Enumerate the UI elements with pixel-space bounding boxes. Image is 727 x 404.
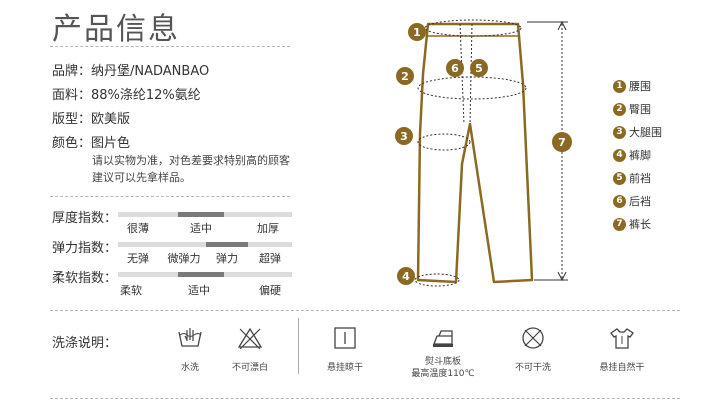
legend-label: 裤脚 — [629, 149, 651, 162]
legend-label: 后裆 — [629, 195, 651, 208]
thickness-option: 适中 — [190, 222, 212, 235]
color-note-line2: 建议可以先拿样品。 — [92, 171, 191, 184]
badge-back-rise: 6 — [446, 59, 464, 77]
legend-item-leg-opening: 4 裤脚 — [613, 145, 662, 165]
badge-front-rise: 5 — [470, 59, 488, 77]
title-divider — [50, 46, 290, 47]
thickness-label: 厚度指数： — [52, 211, 118, 226]
length-arrow-up — [557, 20, 567, 31]
thickness-option: 加厚 — [257, 222, 279, 235]
svg-text:3: 3 — [400, 130, 408, 143]
badge-leg-opening: 4 — [397, 267, 415, 285]
svg-text:6: 6 — [451, 62, 459, 75]
leg-opening-measure — [414, 273, 460, 287]
elasticity-label: 弹力指数： — [52, 241, 118, 256]
badge-thigh: 3 — [395, 127, 413, 145]
bottom-divider — [50, 398, 680, 399]
no-dry-clean-icon — [522, 327, 544, 349]
softness-label: 柔软指数： — [52, 271, 118, 286]
hip-measure — [417, 76, 527, 100]
thickness-option: 很薄 — [127, 222, 149, 235]
svg-text:4: 4 — [402, 270, 410, 283]
care-label: 悬挂晾干 — [326, 363, 363, 373]
brand-text: 品牌：纳丹堡/NADANBAO — [52, 64, 210, 79]
color-text: 颜色：图片色 — [52, 136, 131, 151]
color-note-line1: 请以实物为准，对色差要求特别高的顾客 — [92, 154, 290, 167]
elasticity-option: 弹力 — [216, 252, 238, 265]
back-rise-line — [459, 23, 465, 125]
page-title: 产品信息 — [52, 12, 180, 47]
iron-icon — [433, 330, 453, 347]
thigh-measure — [417, 133, 471, 151]
svg-text:1: 1 — [413, 26, 421, 39]
legend-label: 裤长 — [629, 218, 651, 231]
elasticity-option: 超弹 — [259, 252, 281, 265]
svg-text:2: 2 — [401, 70, 409, 83]
no-bleach-icon — [237, 327, 263, 350]
softness-selected-segment — [178, 272, 224, 277]
care-item-no-dry-clean: 不可干洗 — [488, 326, 578, 374]
legend-badge: 1 — [613, 79, 626, 93]
care-label-secondary: 最高温度110℃ — [411, 369, 475, 379]
elasticity-selected-segment — [206, 242, 248, 247]
care-label: 不可漂白 — [231, 363, 268, 373]
badge-waist: 1 — [408, 23, 426, 41]
measurement-legend: 1 腰围 2 臀围 3 大腿围 4 裤脚 5 前裆 6 后裆 7 裤长 — [613, 76, 662, 234]
badge-length: 7 — [552, 132, 572, 152]
legend-item-thigh: 3 大腿围 — [613, 122, 662, 142]
wash-title: 洗涤说明： — [52, 336, 118, 351]
pants-outline — [416, 22, 534, 284]
softness-option: 柔软 — [120, 284, 142, 297]
hand-wash-icon — [178, 328, 202, 347]
thickness-selected-segment — [178, 212, 224, 217]
legend-badge: 3 — [613, 125, 626, 139]
care-item-iron: 熨斗底板 最高温度110℃ — [398, 326, 488, 380]
elasticity-option: 微弹力 — [167, 252, 201, 265]
legend-label: 前裆 — [629, 172, 651, 185]
wash-divider — [50, 310, 680, 311]
care-label: 不可干洗 — [514, 363, 551, 373]
care-label: 熨斗底板 — [424, 357, 461, 367]
softness-option: 适中 — [188, 284, 210, 297]
legend-label: 腰围 — [629, 80, 651, 93]
care-item-hang-natural-dry: 悬挂自然干 — [577, 326, 667, 374]
legend-badge: 4 — [613, 148, 626, 162]
care-item-hang-dry: 悬挂晾干 — [300, 326, 390, 374]
hang-dry-icon — [334, 327, 356, 349]
svg-text:5: 5 — [475, 62, 483, 75]
legend-item-length: 7 裤长 — [613, 214, 662, 234]
elasticity-option: 无弹 — [127, 252, 149, 265]
legend-item-hip: 2 臀围 — [613, 99, 662, 119]
legend-badge: 6 — [613, 194, 626, 208]
pants-diagram: 1 2 3 4 5 6 7 — [395, 19, 572, 287]
care-separator — [298, 318, 299, 374]
waist-measure — [424, 19, 522, 37]
elasticity-bar — [118, 242, 292, 247]
legend-item-back-rise: 6 后裆 — [613, 191, 662, 211]
legend-item-waist: 1 腰围 — [613, 76, 662, 96]
care-item-no-bleach: 不可漂白 — [205, 326, 295, 374]
hang-natural-dry-icon — [610, 328, 634, 349]
care-label: 水洗 — [180, 363, 199, 373]
legend-item-front-rise: 5 前裆 — [613, 168, 662, 188]
legend-label: 大腿围 — [629, 126, 662, 139]
care-item-hand-wash: 水洗 — [145, 326, 235, 374]
legend-badge: 2 — [613, 102, 626, 116]
legend-label: 臀围 — [629, 103, 651, 116]
fabric-text: 面料：88%涤纶12%氨纶 — [52, 88, 201, 103]
badge-hip: 2 — [396, 67, 414, 85]
care-label: 悬挂自然干 — [599, 363, 645, 373]
front-rise-line — [469, 23, 473, 125]
legend-badge: 5 — [613, 171, 626, 185]
info-divider — [50, 196, 290, 197]
softness-option: 偏硬 — [259, 284, 281, 297]
svg-text:7: 7 — [558, 136, 566, 149]
fit-text: 版型：欧美版 — [52, 112, 131, 127]
length-arrow-down — [557, 271, 567, 282]
legend-badge: 7 — [613, 217, 626, 231]
